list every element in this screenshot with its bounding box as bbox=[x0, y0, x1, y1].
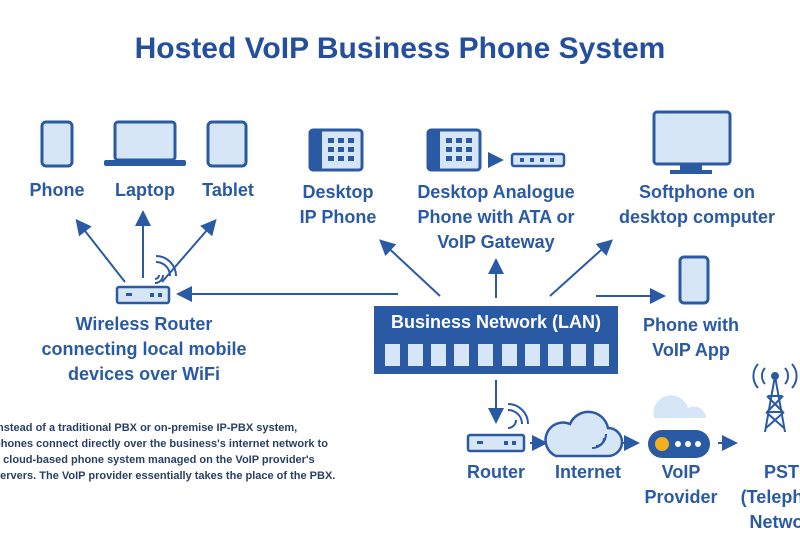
diagram-title: Hosted VoIP Business Phone System bbox=[134, 32, 666, 65]
monitor-icon bbox=[652, 110, 732, 174]
smartphone-icon bbox=[678, 255, 710, 305]
laptop-label: Laptop bbox=[115, 180, 175, 200]
tablet-label: Tablet bbox=[202, 180, 254, 200]
phone-label: Phone bbox=[29, 180, 85, 200]
desktop-ip-phone-label: Desktop IP Phone bbox=[299, 182, 377, 227]
softphone-label: Softphone on desktop computer bbox=[618, 182, 776, 227]
voip-app-label: Phone with VoIP App bbox=[643, 315, 739, 360]
explanation-note: Instead of a traditional PBX or on-premi… bbox=[0, 422, 336, 482]
tower-icon bbox=[752, 363, 798, 433]
analogue-phone-icon bbox=[426, 128, 482, 172]
laptop-icon bbox=[104, 120, 186, 166]
lan-label: Business Network (LAN) bbox=[390, 312, 602, 332]
router-icon bbox=[466, 403, 529, 453]
phone-icon bbox=[40, 120, 74, 168]
router-label: Router bbox=[467, 462, 525, 482]
internet-label: Internet bbox=[554, 462, 621, 482]
ata-gateway-icon bbox=[510, 152, 566, 168]
lan-switch-icon bbox=[374, 306, 618, 374]
voip-provider-icon bbox=[648, 395, 710, 458]
voip-provider-label: VoIP Provider bbox=[644, 462, 718, 507]
tablet-icon bbox=[206, 120, 248, 168]
wireless-router-label: Wireless Router connecting local mobile … bbox=[41, 314, 247, 384]
pstn-label: PSTN (Telephone Network) bbox=[740, 462, 800, 532]
cloud-icon bbox=[544, 410, 624, 458]
desk-phone-icon bbox=[308, 128, 364, 172]
wireless-router-icon bbox=[115, 255, 177, 305]
analogue-phone-label: Desktop Analogue Phone with ATA or VoIP … bbox=[417, 182, 575, 252]
